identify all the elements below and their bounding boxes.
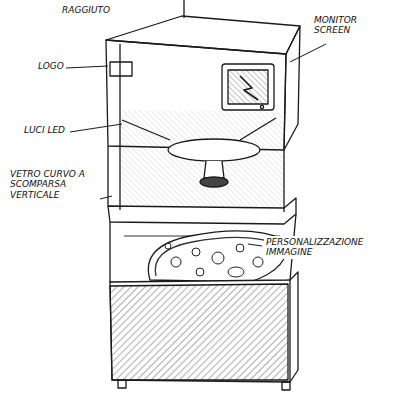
glass-edge (119, 146, 120, 210)
cabinet (110, 272, 298, 382)
part-label: PERSONALIZZAZIONE IMMAGINE (264, 236, 396, 259)
leader-lines (66, 44, 326, 246)
head-top (106, 16, 300, 54)
part-label: LOGO (36, 60, 66, 72)
pole-line (183, 0, 184, 18)
monitor-logo (240, 76, 258, 100)
monitor-frame (222, 64, 274, 110)
leg (118, 380, 126, 388)
part-label: VETRO CURVO A SCOMPARSA VERTICALE (8, 168, 100, 201)
monitor-button (260, 105, 263, 108)
cabinet-edge (289, 280, 290, 382)
head-side (284, 26, 300, 150)
logo-plate (110, 62, 132, 76)
leg (282, 382, 290, 390)
turntable (168, 139, 260, 161)
turntable-stand (204, 161, 224, 178)
turntable-base (200, 177, 228, 187)
monitor-screen (228, 70, 268, 104)
pizza-crust (155, 237, 278, 276)
part-label: LUCI LED (22, 124, 67, 136)
shelf (108, 198, 296, 224)
part-label: MONITOR SCREEN (312, 14, 380, 37)
cabinet-front (110, 284, 288, 380)
led-beams (122, 118, 276, 140)
part-label: RAGGIUTO (60, 4, 112, 16)
pizza-toppings (165, 243, 263, 277)
glass-edge (283, 150, 284, 212)
glass-shade (120, 110, 284, 206)
